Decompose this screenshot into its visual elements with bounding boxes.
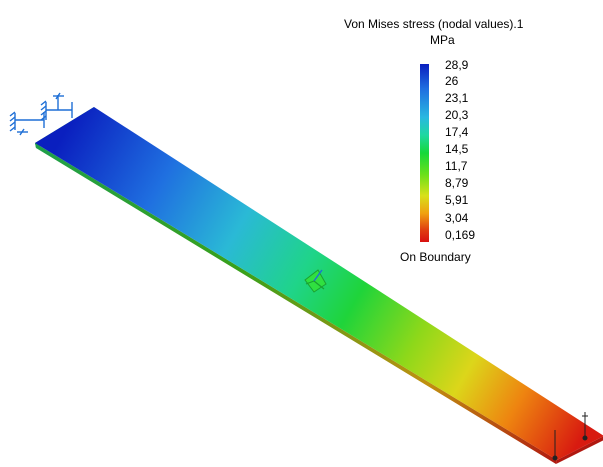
plate-side-face: [35, 143, 557, 464]
fixed-support-clamp-icon[interactable]: [9, 92, 73, 136]
plate-end-face: [556, 436, 603, 464]
axis-triad-icon[interactable]: [304, 269, 327, 293]
force-arrow-icon[interactable]: [552, 412, 588, 461]
